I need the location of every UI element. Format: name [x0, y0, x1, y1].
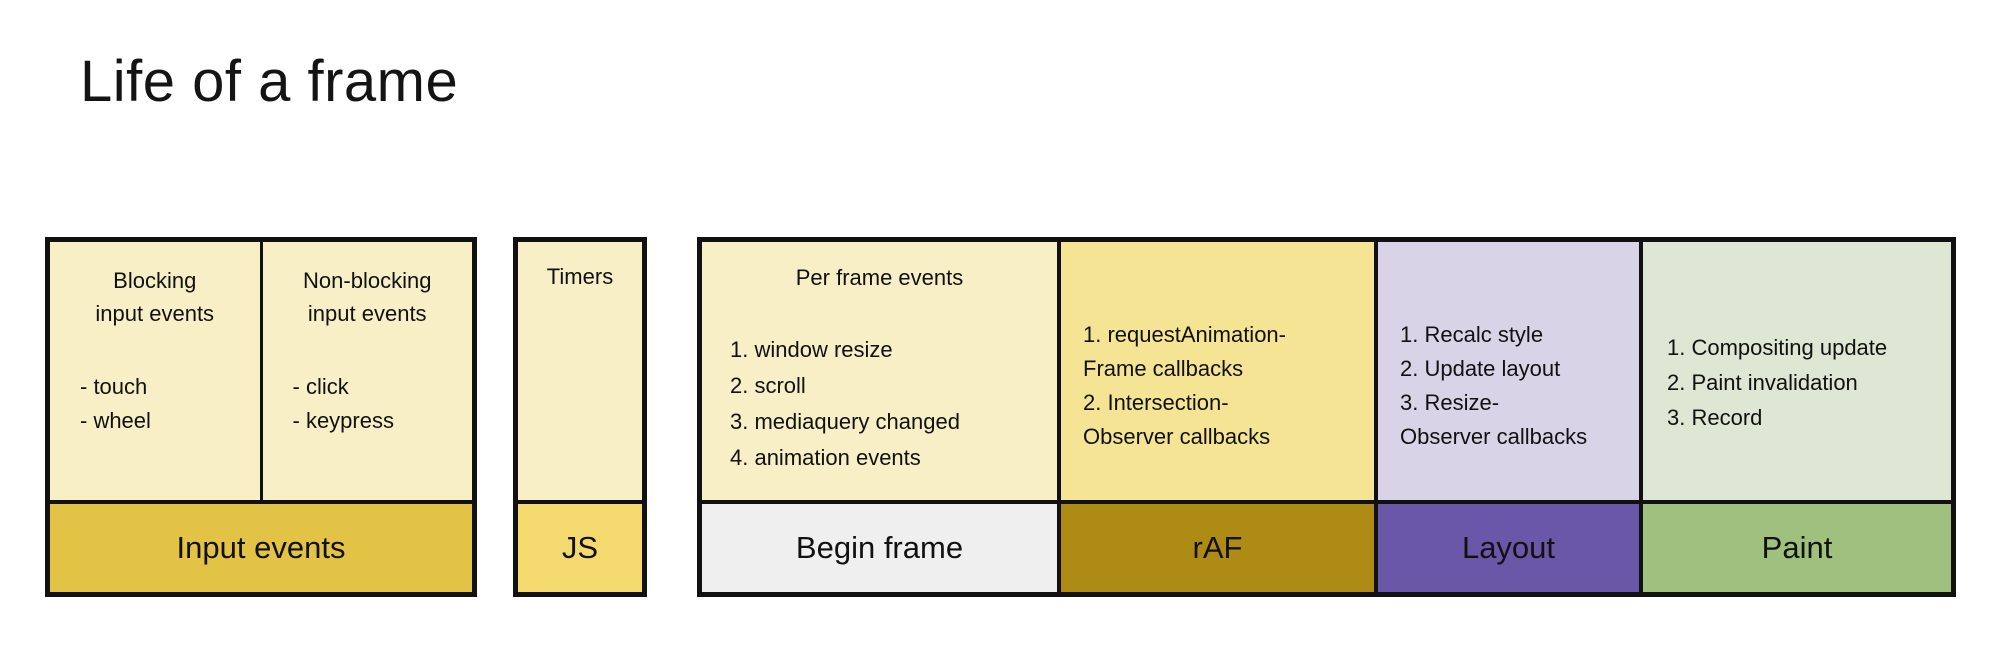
paint-section: 1. Compositing update 2. Paint invalidat…: [1639, 242, 1951, 592]
list-item: 1. Recalc style: [1400, 322, 1544, 347]
begin-frame-body: Per frame events 1. window resize 2. scr…: [702, 242, 1057, 500]
begin-frame-section: Per frame events 1. window resize 2. scr…: [702, 242, 1057, 592]
paint-list: 1. Compositing update 2. Paint invalidat…: [1643, 330, 1951, 435]
list-item: - touch: [80, 374, 148, 399]
input-events-body: Blocking input events - touch - wheel No…: [50, 242, 472, 500]
list-item: 4. animation events: [730, 445, 921, 470]
list-item: 3. Record: [1667, 405, 1763, 430]
blocking-input-column: Blocking input events - touch - wheel: [50, 242, 260, 500]
layout-body: 1. Recalc style 2. Update layout 3. Resi…: [1378, 242, 1639, 500]
layout-list: 1. Recalc style 2. Update layout 3. Resi…: [1378, 318, 1639, 454]
list-item: Frame callbacks: [1083, 356, 1244, 381]
timers-box: Timers JS: [513, 237, 647, 597]
raf-list: 1. requestAnimation- Frame callbacks 2. …: [1061, 318, 1374, 454]
heading-line: input events: [307, 301, 427, 326]
page-title: Life of a frame: [80, 49, 459, 114]
heading-line: Blocking: [113, 268, 197, 293]
layout-footer-label: Layout: [1378, 500, 1639, 592]
raf-section: 1. requestAnimation- Frame callbacks 2. …: [1057, 242, 1374, 592]
timers-body: Timers: [518, 242, 642, 500]
begin-frame-footer-label: Begin frame: [702, 500, 1057, 592]
list-item: 1. window resize: [730, 337, 893, 362]
blocking-input-items: - touch - wheel: [50, 370, 260, 438]
list-item: 3. mediaquery changed: [730, 409, 960, 434]
input-events-box: Blocking input events - touch - wheel No…: [45, 237, 477, 597]
list-item: 2. scroll: [730, 373, 806, 398]
list-item: 2. Intersection-: [1083, 390, 1229, 415]
input-events-footer-label: Input events: [50, 500, 472, 592]
raf-footer-label: rAF: [1061, 500, 1374, 592]
nonblocking-input-items: - click - keypress: [263, 370, 473, 438]
list-item: Observer callbacks: [1400, 424, 1588, 449]
per-frame-events-heading: Per frame events: [795, 265, 964, 290]
timers-heading: Timers: [546, 264, 614, 289]
per-frame-events-list: 1. window resize 2. scroll 3. mediaquery…: [702, 332, 1057, 476]
blocking-input-heading: Blocking input events: [50, 264, 260, 330]
list-item: 1. requestAnimation-: [1083, 322, 1286, 347]
heading-line: Non-blocking: [303, 268, 432, 293]
frame-pipeline-box: Per frame events 1. window resize 2. scr…: [697, 237, 1956, 597]
list-item: - click: [292, 374, 349, 399]
list-item: 3. Resize-: [1400, 390, 1500, 415]
list-item: - keypress: [292, 408, 394, 433]
layout-section: 1. Recalc style 2. Update layout 3. Resi…: [1374, 242, 1639, 592]
list-item: 2. Update layout: [1400, 356, 1561, 381]
js-footer-label: JS: [518, 500, 642, 592]
paint-body: 1. Compositing update 2. Paint invalidat…: [1643, 242, 1951, 500]
list-item: - wheel: [80, 408, 151, 433]
raf-body: 1. requestAnimation- Frame callbacks 2. …: [1061, 242, 1374, 500]
paint-footer-label: Paint: [1643, 500, 1951, 592]
nonblocking-input-column: Non-blocking input events - click - keyp…: [259, 242, 473, 500]
list-item: 1. Compositing update: [1667, 335, 1888, 360]
nonblocking-input-heading: Non-blocking input events: [263, 264, 473, 330]
list-item: 2. Paint invalidation: [1667, 370, 1858, 395]
heading-line: input events: [95, 301, 215, 326]
list-item: Observer callbacks: [1083, 424, 1271, 449]
